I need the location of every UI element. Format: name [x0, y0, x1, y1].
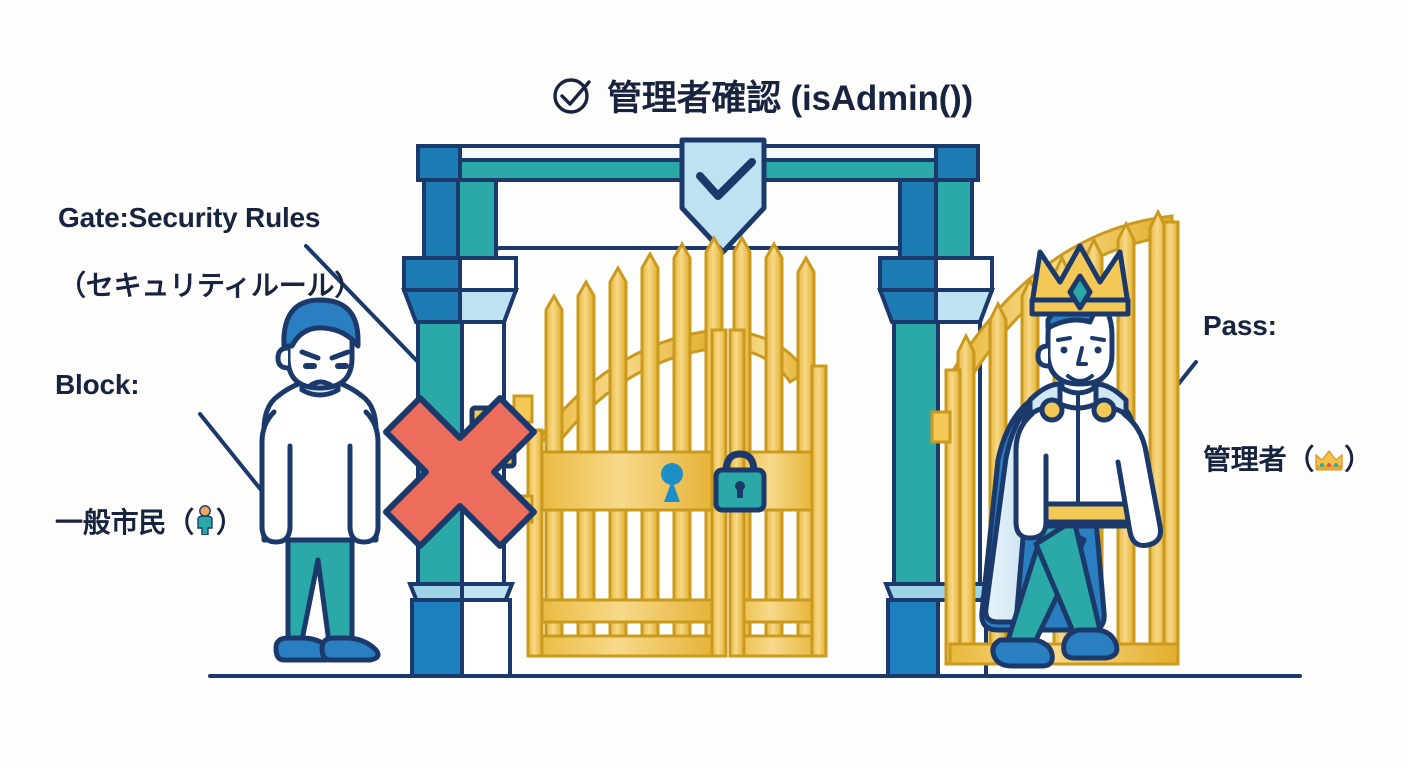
check-circle-icon [551, 74, 593, 127]
admin-king-figure [979, 243, 1163, 669]
label-pass-line2: 管理者（ ） [1203, 377, 1372, 479]
label-pass-admin: Pass: 管理者（ ） [1203, 275, 1372, 514]
blocked-citizen-figure [259, 297, 381, 663]
person-emoji [194, 471, 216, 543]
gate-leaves-closed [526, 234, 828, 658]
page-title: 管理者確認 (isAdmin()) [551, 74, 973, 127]
label-block-line2: 一般市民（ ） [55, 436, 244, 542]
padlock-icon [713, 450, 767, 513]
crown-emoji [1314, 412, 1344, 480]
label-gate-security-rules: Gate:Security Rules （セキュリティルール） [58, 167, 362, 338]
red-x-mark [383, 395, 537, 549]
label-block-citizen: Block: 一般市民（ ） [55, 334, 244, 577]
gate-bars-left [544, 234, 724, 652]
gate-bars-right [732, 234, 816, 652]
leader-line-gate [304, 244, 420, 364]
label-pass-line1: Pass: [1203, 310, 1277, 342]
page-title-text: 管理者確認 (isAdmin()) [607, 79, 974, 118]
gate-hinge-open [930, 410, 952, 444]
label-block-line1: Block: [55, 369, 140, 401]
label-gate-line1: Gate:Security Rules [58, 202, 321, 234]
label-gate-line2: （セキュリティルール） [58, 270, 363, 302]
keyhole-icon [661, 463, 683, 502]
shield-check-badge [679, 137, 767, 255]
